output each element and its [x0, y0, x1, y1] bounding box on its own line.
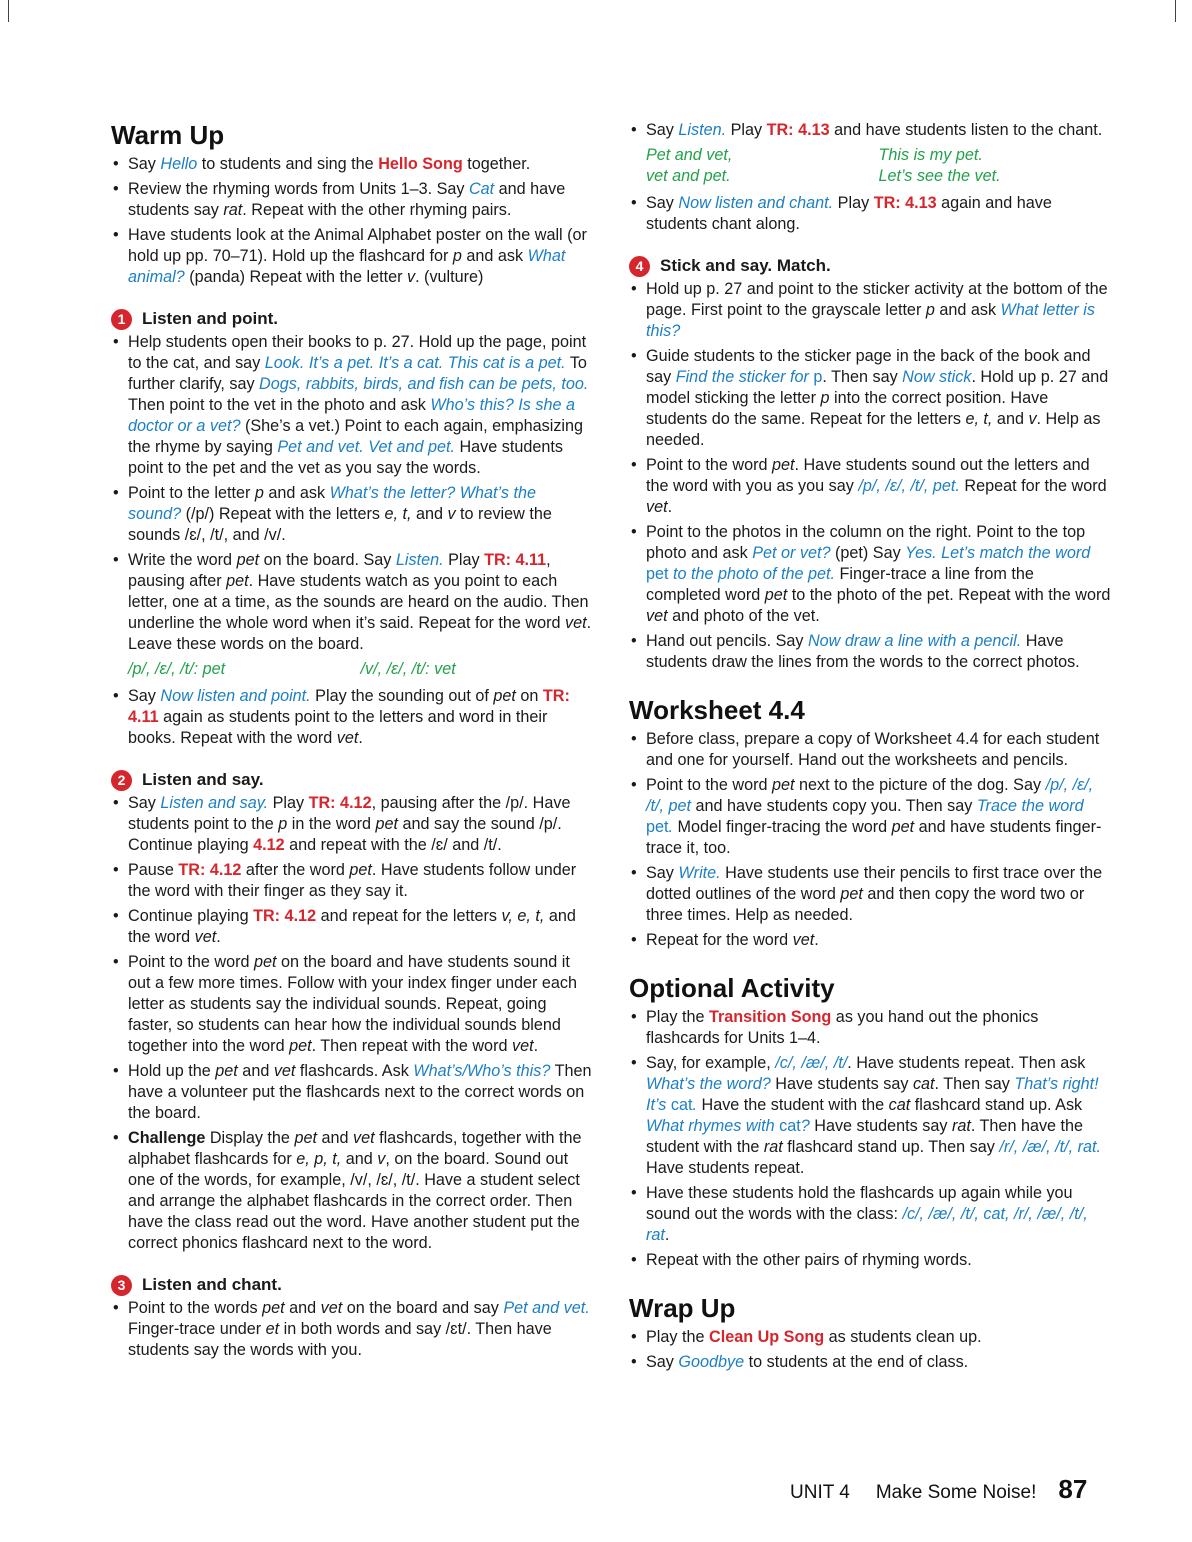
section-heading-optional-activity: Optional Activity [629, 973, 835, 1003]
activity-number-badge: 1 [111, 308, 132, 330]
list-item: Hold up p. 27 and point to the sticker a… [629, 279, 1111, 342]
activity-4-list: Hold up p. 27 and point to the sticker a… [629, 279, 1111, 673]
list-item: Review the rhyming words from Units 1–3.… [111, 179, 593, 221]
page-footer: UNIT 4 Make Some Noise! 87 [790, 1474, 1087, 1508]
list-item: Point to the word pet next to the pictur… [629, 775, 1111, 859]
activity-1-list-cont: Say Now listen and point. Play the sound… [111, 686, 593, 749]
sound-pair: /p/, /ɛ/, /t/: pet/v/, /ɛ/, /t/: vet [128, 660, 456, 678]
chant-text: Pet and vet,vet and pet. This is my pet.… [646, 146, 1001, 185]
list-item: Say Listen and say. Play TR: 4.12, pausi… [111, 793, 593, 856]
list-item: Point to the word pet on the board and h… [111, 952, 593, 1057]
activity-2-list: Say Listen and say. Play TR: 4.12, pausi… [111, 793, 593, 1254]
optional-activity-list: Play the Transition Song as you hand out… [629, 1007, 1111, 1271]
activity-number-badge: 3 [111, 1274, 132, 1296]
list-item: Point to the photos in the column on the… [629, 522, 1111, 627]
list-item: Play the Transition Song as you hand out… [629, 1007, 1111, 1049]
list-item: Help students open their books to p. 27.… [111, 332, 593, 479]
list-item: Have these students hold the flashcards … [629, 1183, 1111, 1246]
list-item: Point to the words pet and vet on the bo… [111, 1298, 593, 1361]
activity-1-list: Help students open their books to p. 27.… [111, 332, 593, 655]
list-item: Say Goodbye to students at the end of cl… [629, 1352, 1111, 1373]
list-item: Before class, prepare a copy of Workshee… [629, 729, 1111, 771]
list-item: Challenge Display the pet and vet flashc… [111, 1128, 593, 1254]
section-heading-worksheet: Worksheet 4.4 [629, 695, 805, 725]
list-item: Have students look at the Animal Alphabe… [111, 225, 593, 288]
list-item: Play the Clean Up Song as students clean… [629, 1327, 1111, 1348]
list-item: Pause TR: 4.12 after the word pet. Have … [111, 860, 593, 902]
worksheet-list: Before class, prepare a copy of Workshee… [629, 729, 1111, 951]
wrap-up-list: Play the Clean Up Song as students clean… [629, 1327, 1111, 1373]
list-item: Say Listen. Play TR: 4.13 and have stude… [629, 120, 1111, 141]
list-item: Point to the letter p and ask What’s the… [111, 483, 593, 546]
list-item: Say Hello to students and sing the Hello… [111, 154, 593, 175]
left-column: Warm Up Say Hello to students and sing t… [111, 0, 593, 1365]
list-item: Say Now listen and point. Play the sound… [111, 686, 593, 749]
list-item: Continue playing TR: 4.12 and repeat for… [111, 906, 593, 948]
list-item: Hold up the pet and vet flashcards. Ask … [111, 1061, 593, 1124]
list-item: Repeat for the word vet. [629, 930, 1111, 951]
crop-mark-right [1175, 0, 1176, 22]
activity-number-badge: 4 [629, 255, 650, 277]
list-item: Write the word pet on the board. Say Lis… [111, 550, 593, 655]
list-item: Say Write. Have students use their penci… [629, 863, 1111, 926]
list-item: Hand out pencils. Say Now draw a line wi… [629, 631, 1111, 673]
section-heading-wrap-up: Wrap Up [629, 1293, 736, 1323]
page-number: 87 [1058, 1474, 1088, 1504]
activity-3-list-end: Say Now listen and chant. Play TR: 4.13 … [629, 193, 1111, 235]
warm-up-list: Say Hello to students and sing the Hello… [111, 154, 593, 288]
list-item: Say Now listen and chant. Play TR: 4.13 … [629, 193, 1111, 235]
list-item: Guide students to the sticker page in th… [629, 346, 1111, 451]
list-item: Point to the word pet. Have students sou… [629, 455, 1111, 518]
activity-3-list-cont: Say Listen. Play TR: 4.13 and have stude… [629, 120, 1111, 141]
footer-unit: UNIT 4 [790, 1482, 850, 1503]
activity-number-badge: 2 [111, 769, 132, 791]
list-item: Say, for example, /c/, /æ/, /t/. Have st… [629, 1053, 1111, 1179]
activity-3-list: Point to the words pet and vet on the bo… [111, 1298, 593, 1361]
footer-title: Make Some Noise! [875, 1482, 1037, 1503]
list-item: Repeat with the other pairs of rhyming w… [629, 1250, 1111, 1271]
section-heading-warm-up: Warm Up [111, 120, 225, 150]
right-column: Say Listen. Play TR: 4.13 and have stude… [629, 0, 1111, 1377]
crop-mark-left [8, 0, 9, 22]
